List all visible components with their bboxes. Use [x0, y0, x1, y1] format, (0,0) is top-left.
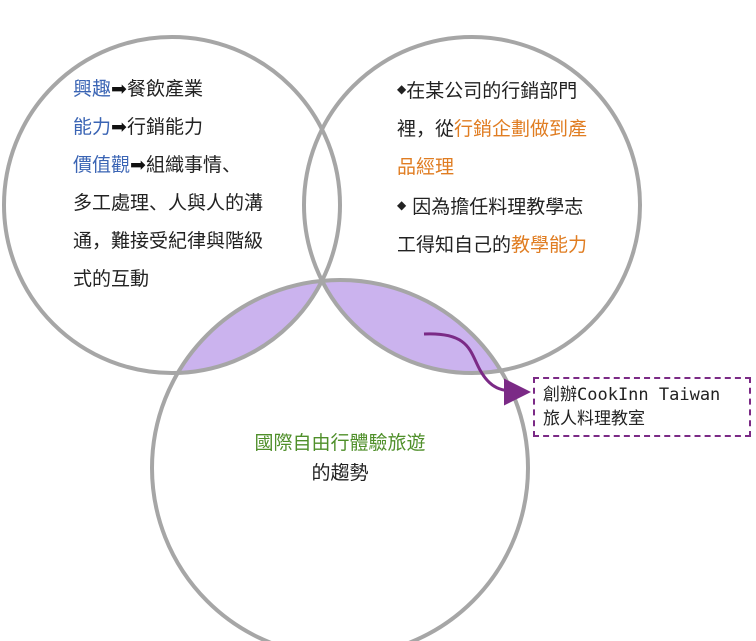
arrow-right-icon: ➡: [111, 78, 127, 100]
values-value: 組織事情、: [145, 154, 241, 176]
callout-box: 創辦CookInn Taiwan 旅人料理教室: [533, 377, 751, 437]
values-line-cont-1: 多工處理、人與人的溝: [73, 192, 264, 214]
arrow-right-icon: ➡: [111, 116, 127, 138]
trend-line-1: 國際自由行體驗旅遊: [254, 432, 426, 454]
experience-line-3: 品經理: [397, 148, 587, 186]
callout-line-1: 創辦CookInn Taiwan: [543, 385, 721, 405]
bottom-circle: [150, 278, 530, 641]
experience-text-2: 裡，從: [397, 118, 455, 140]
diamond-bullet-icon: ◆: [397, 82, 407, 96]
connector-arrow: [423, 332, 531, 406]
experience-line-5: 工得知自己的教學能力: [397, 226, 587, 264]
ability-value: 行銷能力: [126, 116, 203, 138]
experience-line-2: 裡，從行銷企劃做到產: [397, 110, 587, 148]
values-line: 價值觀➡組織事情、: [73, 146, 263, 184]
interest-label: 興趣: [73, 78, 112, 100]
right-circle-text: ◆在某公司的行銷部門 裡，從行銷企劃做到產 品經理 ◆ 因為擔任料理教學志 工得…: [397, 70, 587, 264]
left-circle: [2, 35, 342, 375]
marketing-highlight: 行銷企劃做到產: [454, 118, 588, 140]
experience-line-4: ◆ 因為擔任料理教學志: [397, 186, 587, 226]
experience-text-1: 在某公司的行銷部門: [406, 80, 578, 102]
interest-line: 興趣➡餐飲產業: [73, 70, 263, 108]
diamond-bullet-icon: ◆: [397, 198, 407, 212]
bottom-circle-text: 國際自由行體驗旅遊 的趨勢: [240, 428, 440, 488]
values-line-cont-2: 通，難接受紀律與階級: [73, 230, 264, 252]
trend-line-2: 的趨勢: [311, 462, 369, 484]
arrow-right-icon: ➡: [130, 154, 146, 176]
experience-line-1: ◆在某公司的行銷部門: [397, 70, 587, 110]
values-line-cont-3: 式的互動: [73, 268, 150, 290]
product-manager-highlight: 品經理: [397, 156, 455, 178]
left-circle-text: 興趣➡餐飲產業 能力➡行銷能力 價值觀➡組織事情、 多工處理、人與人的溝 通，難…: [73, 70, 263, 298]
ability-label: 能力: [73, 116, 112, 138]
callout-line-2: 旅人料理教室: [543, 409, 645, 429]
values-label: 價值觀: [73, 154, 131, 176]
experience-text-5: 工得知自己的: [397, 234, 512, 256]
ability-line: 能力➡行銷能力: [73, 108, 263, 146]
right-circle: [302, 35, 642, 375]
experience-text-4: 因為擔任料理教學志: [406, 196, 584, 218]
interest-value: 餐飲產業: [126, 78, 203, 100]
teaching-ability-highlight: 教學能力: [511, 234, 588, 256]
